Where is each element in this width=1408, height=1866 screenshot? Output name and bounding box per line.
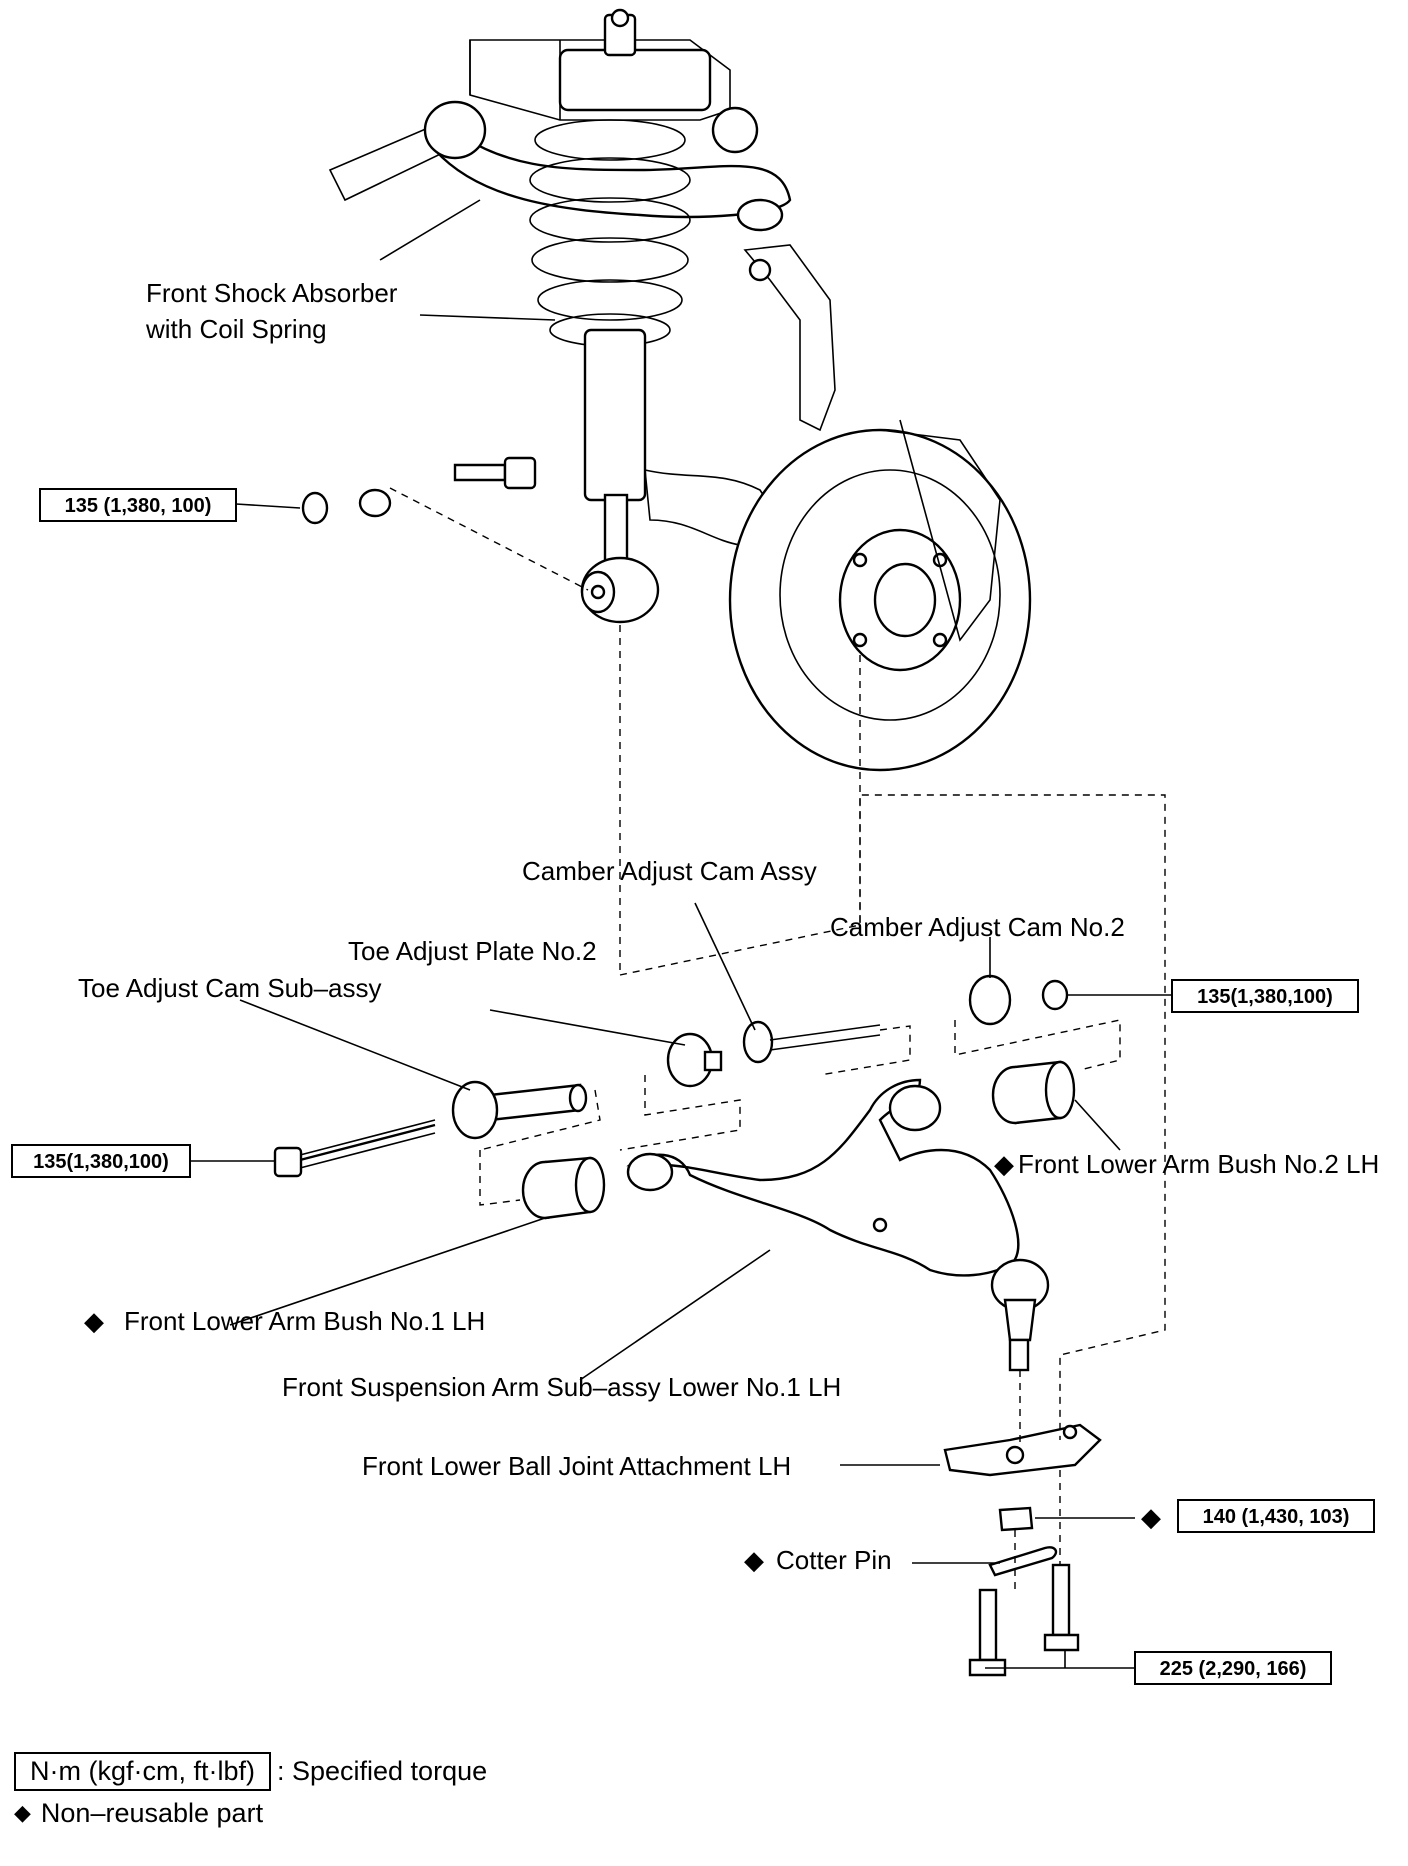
legend-non-reusable-text: Non–reusable part bbox=[40, 1797, 264, 1828]
label-toe-adjust-cam-sub-assy: Toe Adjust Cam Sub–assy bbox=[78, 973, 382, 1003]
torque-box-attachment-bolts: 225 (2,290, 166) bbox=[1134, 1651, 1332, 1685]
strut-and-hub-illustration bbox=[301, 8, 1032, 772]
torque-toe-cam-bolt: 135(1,380,100) bbox=[33, 1151, 169, 1173]
torque-box-toe-cam-bolt: 135(1,380,100) bbox=[11, 1144, 191, 1178]
torque-box-ball-joint-nut: 140 (1,430, 103) bbox=[1177, 1499, 1375, 1533]
torque-camber-cam-nut: 135(1,380,100) bbox=[1197, 986, 1333, 1008]
label-shock-absorber-line2: with Coil Spring bbox=[145, 314, 327, 344]
non-reusable-diamond: ◆ bbox=[744, 1545, 764, 1575]
legend-diamond: ◆ bbox=[14, 1800, 31, 1825]
lower-arm-illustration bbox=[273, 974, 1102, 1677]
legend-non-reusable-row: ◆ Non–reusable part bbox=[14, 1792, 487, 1834]
torque-box-camber-cam-nut: 135(1,380,100) bbox=[1171, 979, 1359, 1013]
non-reusable-diamond: ◆ bbox=[1141, 1502, 1161, 1532]
label-shock-absorber: Front Shock Absorber bbox=[146, 278, 398, 308]
legend-torque-row: N·m (kgf·cm, ft·lbf) : Specified torque bbox=[14, 1750, 487, 1792]
leader-lines bbox=[190, 314, 1172, 1669]
label-cotter-pin: Cotter Pin bbox=[776, 1545, 892, 1575]
legend: N·m (kgf·cm, ft·lbf) : Specified torque … bbox=[14, 1750, 487, 1834]
torque-attachment-bolts: 225 (2,290, 166) bbox=[1160, 1658, 1307, 1680]
assembly-dashed-lines bbox=[389, 487, 1166, 1590]
torque-ball-joint-nut: 140 (1,430, 103) bbox=[1203, 1506, 1350, 1528]
label-front-suspension-arm: Front Suspension Arm Sub–assy Lower No.1… bbox=[282, 1372, 841, 1402]
label-camber-adjust-cam-no2: Camber Adjust Cam No.2 bbox=[830, 912, 1125, 942]
non-reusable-diamond: ◆ bbox=[84, 1306, 104, 1336]
non-reusable-diamond: ◆ bbox=[994, 1149, 1014, 1179]
label-toe-adjust-plate-no2: Toe Adjust Plate No.2 bbox=[348, 936, 597, 966]
torque-box-shock-nut: 135 (1,380, 100) bbox=[39, 488, 237, 522]
legend-unit-box: N·m (kgf·cm, ft·lbf) bbox=[14, 1751, 271, 1791]
label-front-lower-arm-bush-no2: Front Lower Arm Bush No.2 LH bbox=[1018, 1149, 1379, 1179]
label-front-lower-arm-bush-no1: Front Lower Arm Bush No.1 LH bbox=[124, 1306, 485, 1336]
label-camber-adjust-cam-assy: Camber Adjust Cam Assy bbox=[522, 856, 817, 886]
label-front-lower-ball-joint: Front Lower Ball Joint Attachment LH bbox=[362, 1451, 791, 1481]
torque-shock-nut: 135 (1,380, 100) bbox=[65, 495, 212, 517]
legend-unit-description: : Specified torque bbox=[276, 1755, 488, 1786]
